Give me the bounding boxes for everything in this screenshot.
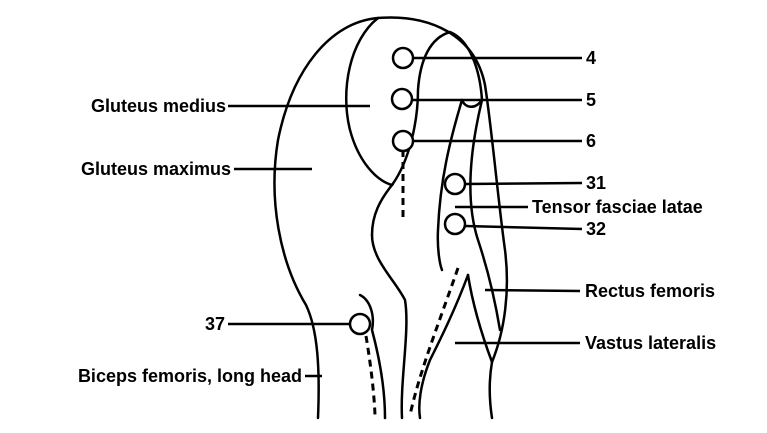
tensor-border-right <box>469 98 502 332</box>
tensor-border-left <box>436 98 464 272</box>
acupoint-37 <box>348 312 372 336</box>
acupoint-4 <box>391 46 415 70</box>
gluteus-maximus-border <box>344 16 395 237</box>
leader-line-32 <box>464 224 583 231</box>
acupoint-6 <box>391 129 415 153</box>
gluteus-medius-border <box>390 30 484 187</box>
label-gluteus-medius: Gluteus medius <box>91 96 226 116</box>
label-37: 37 <box>205 314 225 334</box>
rectus-femoris-border <box>466 273 494 364</box>
label-vastus-lateralis: Vastus lateralis <box>585 333 716 353</box>
acupoint-5 <box>390 87 414 111</box>
label-4: 4 <box>586 48 596 68</box>
biceps-femoris-border <box>358 293 387 420</box>
label-32: 32 <box>586 219 606 239</box>
outer-contour <box>273 16 509 420</box>
acupoint-31 <box>443 172 467 196</box>
label-rectus-femoris: Rectus femoris <box>585 281 715 301</box>
dashed-line-lateral <box>408 267 460 416</box>
dashed-line-posterior <box>364 335 377 416</box>
label-5: 5 <box>586 90 596 110</box>
acupoint-32 <box>443 212 467 236</box>
label-6: 6 <box>586 131 596 151</box>
label-gluteus-maximus: Gluteus maximus <box>81 159 231 179</box>
label-31: 31 <box>586 173 606 193</box>
vastus-border <box>418 273 470 420</box>
label-tensor-fasciae-latae: Tensor fasciae latae <box>532 197 703 217</box>
label-biceps-femoris: Biceps femoris, long head <box>78 366 302 386</box>
leader-line-rectus <box>484 288 581 293</box>
leader-line-31 <box>464 181 583 186</box>
thigh-inner-border <box>370 233 408 420</box>
